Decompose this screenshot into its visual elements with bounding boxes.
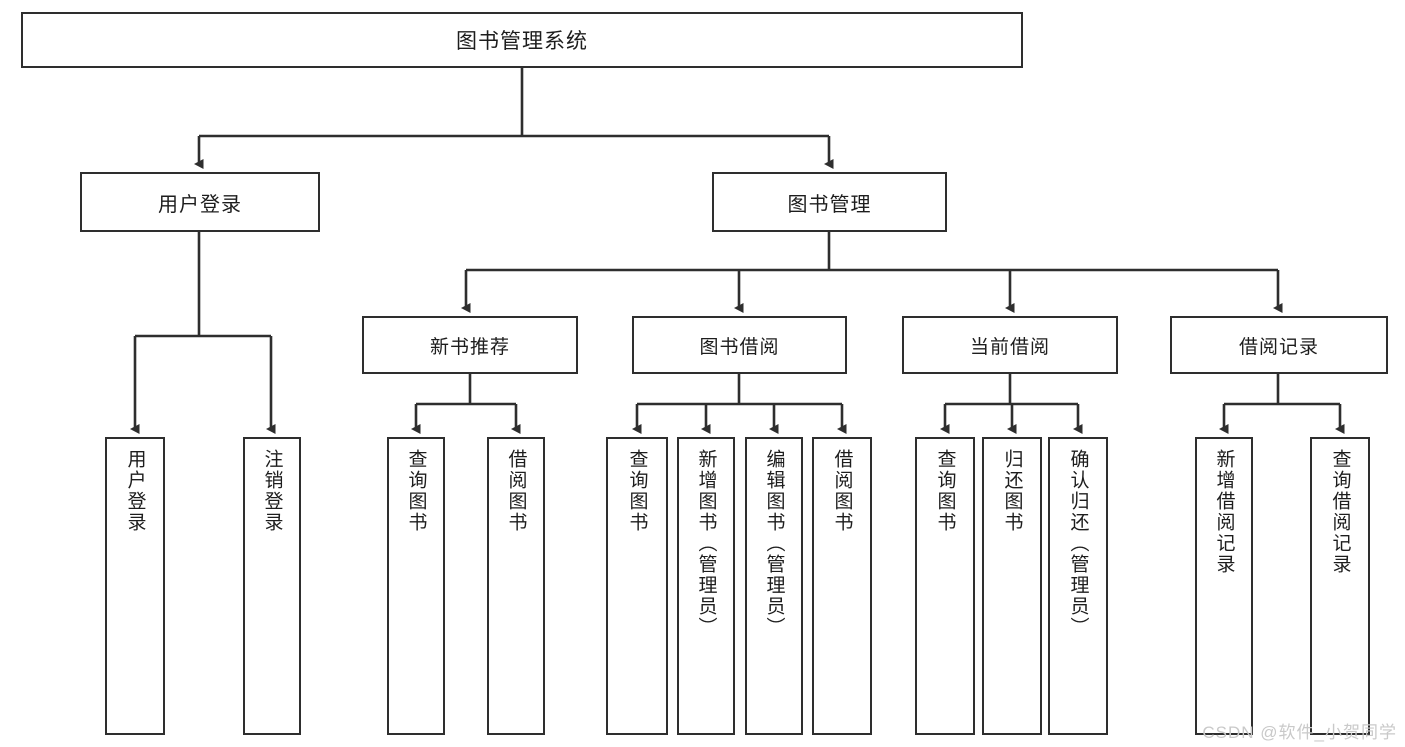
leaf-query-loan-record[interactable]: 查询借阅记录	[1310, 437, 1370, 735]
node-book-management-label: 图书管理	[787, 193, 872, 216]
leaf-add-book-admin[interactable]: 新增图书（管理员）	[677, 437, 735, 735]
leaf-query-book-borrow-label: 查询图书	[626, 449, 648, 533]
leaf-add-loan-record[interactable]: 新增借阅记录	[1195, 437, 1253, 735]
node-current-loan[interactable]: 当前借阅	[902, 316, 1118, 374]
leaf-confirm-return-admin-label: 确认归还（管理员）	[1067, 449, 1089, 638]
node-root[interactable]: 图书管理系统	[21, 12, 1023, 68]
leaf-user-logout-label: 注销登录	[261, 449, 283, 533]
node-book-management[interactable]: 图书管理	[712, 172, 947, 232]
leaf-return-book-label: 归还图书	[1001, 449, 1023, 533]
leaf-query-book-newbook[interactable]: 查询图书	[387, 437, 445, 735]
leaf-confirm-return-admin[interactable]: 确认归还（管理员）	[1048, 437, 1108, 735]
node-root-label: 图书管理系统	[456, 30, 588, 53]
leaf-edit-book-admin-label: 编辑图书（管理员）	[763, 449, 785, 638]
leaf-borrow-book[interactable]: 借阅图书	[812, 437, 872, 735]
leaf-user-login-label: 用户登录	[124, 449, 146, 533]
leaf-return-book[interactable]: 归还图书	[982, 437, 1042, 735]
leaf-query-loan-record-label: 查询借阅记录	[1329, 449, 1351, 575]
leaf-query-book-borrow[interactable]: 查询图书	[606, 437, 668, 735]
leaf-query-book-current[interactable]: 查询图书	[915, 437, 975, 735]
leaf-add-loan-record-label: 新增借阅记录	[1213, 449, 1235, 575]
node-current-loan-label: 当前借阅	[969, 336, 1050, 358]
leaf-borrow-book-newbook-label: 借阅图书	[505, 449, 527, 533]
leaf-query-book-current-label: 查询图书	[934, 449, 956, 533]
node-user-login-label: 用户登录	[158, 193, 242, 216]
leaf-add-book-admin-label: 新增图书（管理员）	[695, 449, 717, 638]
leaf-query-book-newbook-label: 查询图书	[405, 449, 427, 533]
leaf-user-logout[interactable]: 注销登录	[243, 437, 301, 735]
node-loan-record-label: 借阅记录	[1238, 336, 1319, 358]
node-user-login[interactable]: 用户登录	[80, 172, 320, 232]
node-loan-record[interactable]: 借阅记录	[1170, 316, 1388, 374]
node-book-borrow[interactable]: 图书借阅	[632, 316, 847, 374]
leaf-user-login[interactable]: 用户登录	[105, 437, 165, 735]
node-book-borrow-label: 图书借阅	[699, 336, 780, 358]
leaf-borrow-book-label: 借阅图书	[831, 449, 853, 533]
watermark: CSDN @软件_小贺同学	[1202, 723, 1397, 742]
leaf-edit-book-admin[interactable]: 编辑图书（管理员）	[745, 437, 803, 735]
leaf-borrow-book-newbook[interactable]: 借阅图书	[487, 437, 545, 735]
node-new-book-recommend-label: 新书推荐	[429, 336, 510, 358]
node-new-book-recommend[interactable]: 新书推荐	[362, 316, 578, 374]
